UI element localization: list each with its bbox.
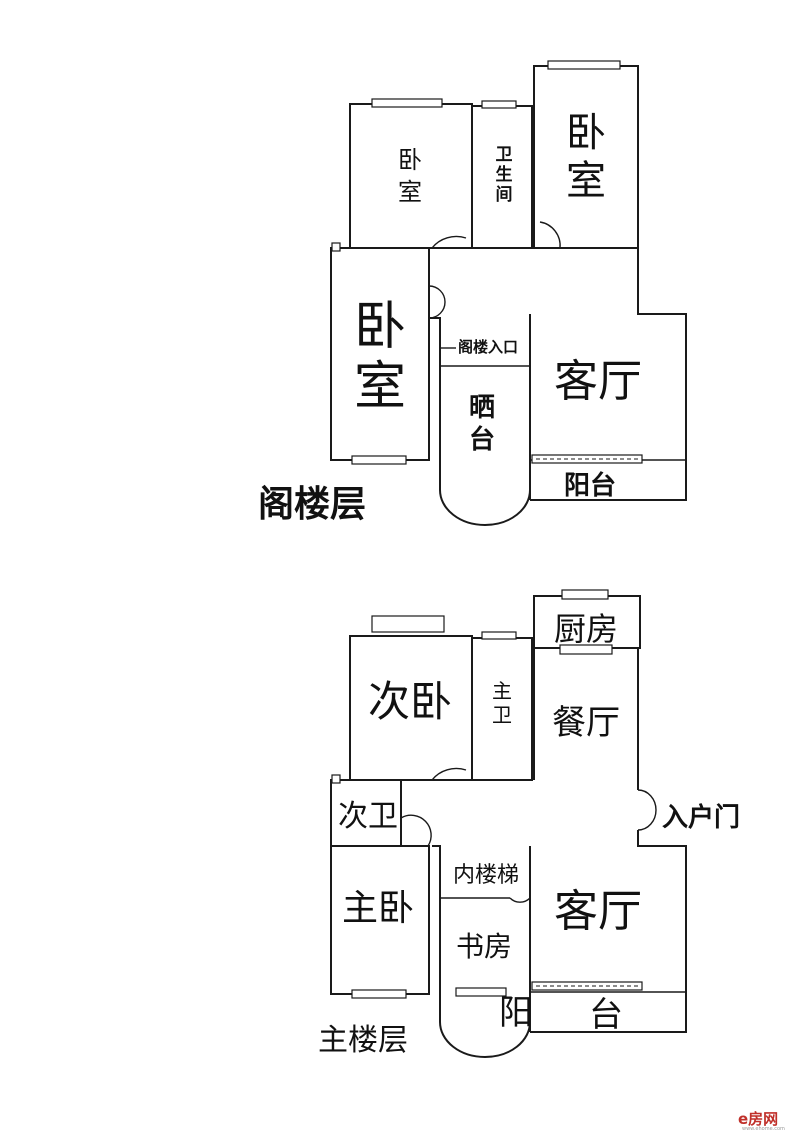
attic-bedroom-left-label-1: 卧 <box>354 297 406 357</box>
attic-bathroom-label-3: 间 <box>496 184 513 205</box>
main-window-small <box>331 774 341 784</box>
attic-bedroom-top-left-label-1: 卧 <box>398 146 422 174</box>
main-second-bedroom-label: 次卧 <box>368 677 452 726</box>
main-floor-plan: 厨房 次卧 主 卫 餐厅 次卫 入户门 内楼梯 主卧 客厅 书房 阳 台 主楼层 <box>318 589 740 1058</box>
main-living-outer-wall <box>530 830 687 1033</box>
main-master-bedroom-label: 主卧 <box>342 888 414 929</box>
attic-bedroom-left-label-2: 室 <box>354 357 406 417</box>
attic-terrace-label-1: 晒 <box>469 393 495 423</box>
main-window-second-bedroom <box>371 615 445 633</box>
main-study-label: 书房 <box>456 930 512 963</box>
attic-terrace-arc <box>439 460 531 526</box>
main-window-master-bath <box>481 631 517 640</box>
main-entrance-door-arc <box>637 789 657 831</box>
main-kitchen-label: 厨房 <box>554 610 618 648</box>
main-door-second-bath <box>400 814 432 847</box>
main-door-second-bedroom <box>431 767 467 781</box>
attic-terrace-label-2: 台 <box>469 424 495 455</box>
main-entrance-door-label: 入户门 <box>662 802 740 833</box>
attic-bathroom-label-2: 生 <box>496 164 513 185</box>
attic-living-room-label: 客厅 <box>554 356 642 407</box>
main-window-dining <box>559 644 613 655</box>
attic-corridor-wall <box>429 317 441 460</box>
main-master-bath-label-1: 主 <box>492 679 512 703</box>
watermark-url: www.ehome.com <box>742 1126 785 1132</box>
main-window-study <box>455 987 507 997</box>
main-window-master-bedroom <box>351 989 407 999</box>
main-stairs-door <box>509 897 531 903</box>
main-living-room-label: 客厅 <box>554 886 642 937</box>
watermark-brand: e房网 <box>738 1110 778 1128</box>
main-balcony-label-right: 台 <box>589 995 623 1035</box>
main-floor-title: 主楼层 <box>318 1023 408 1058</box>
attic-door-bedroom-left <box>428 285 446 319</box>
attic-floor-plan: 卧 室 卫 生 间 卧 室 卧 室 阁楼入口 客厅 晒 台 阳台 阁楼层 <box>258 60 687 526</box>
attic-door-bedroom-top-left <box>431 235 467 249</box>
attic-entrance-label: 阁楼入口 <box>458 338 518 356</box>
attic-balcony-label: 阳台 <box>564 470 616 501</box>
attic-door-bedroom-top-right <box>539 221 561 249</box>
attic-bedroom-top-right-label-1: 卧 <box>566 110 606 156</box>
main-inner-stairs-label: 内楼梯 <box>453 863 519 888</box>
attic-window-small <box>331 242 341 252</box>
attic-living-outer-wall <box>530 248 687 501</box>
main-second-bath-label: 次卫 <box>338 799 398 834</box>
main-master-bath-label-2: 卫 <box>492 703 512 727</box>
attic-window-bedroom-top-left <box>371 98 443 108</box>
main-study-arc <box>439 994 531 1058</box>
attic-window-bedroom-left <box>351 455 407 465</box>
attic-window-bathroom <box>481 100 517 109</box>
attic-floor-title: 阁楼层 <box>258 483 366 525</box>
main-study-left-wall <box>432 845 441 994</box>
attic-window-bedroom-top-right <box>547 60 621 70</box>
attic-bedroom-top-left-label-2: 室 <box>398 178 422 206</box>
main-balcony-label-left: 阳 <box>499 993 533 1033</box>
attic-bedroom-top-left-walls <box>349 103 473 249</box>
attic-bathroom-label-1: 卫 <box>496 145 513 165</box>
main-window-kitchen <box>561 589 609 600</box>
main-dining-label: 餐厅 <box>552 703 620 743</box>
attic-bedroom-top-right-label-2: 室 <box>566 158 606 204</box>
watermark: e房网 www.ehome.com <box>738 1110 785 1132</box>
attic-bedroom-top-right-walls <box>533 65 639 249</box>
